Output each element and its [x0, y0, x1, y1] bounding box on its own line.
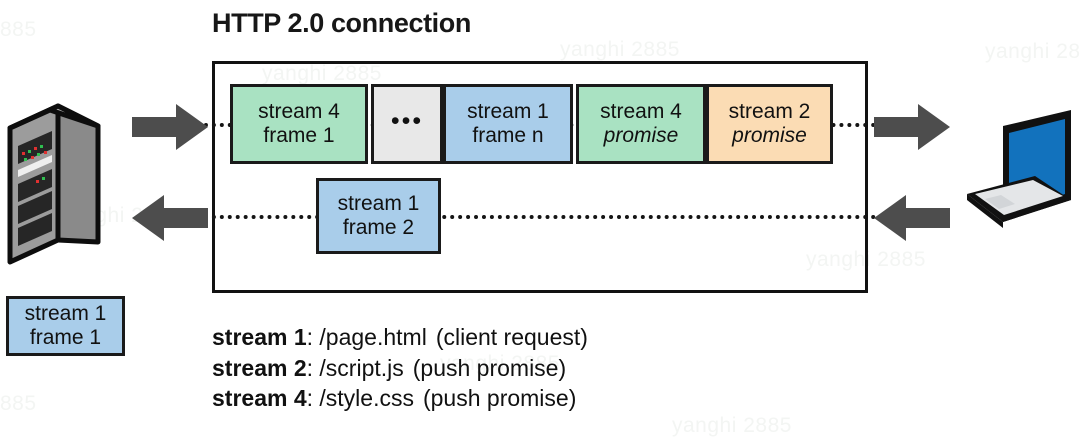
frame-box-stream1-frame2[interactable]: stream 1 frame 2	[316, 178, 441, 254]
frame-line-2: frame n	[472, 124, 544, 147]
frame-line-2: promise	[603, 124, 679, 147]
http2-connection-box	[212, 61, 868, 293]
arrow-client-to-conn	[874, 195, 950, 241]
arrow-client-to-server-in	[132, 104, 208, 150]
legend-row: stream 2: /script.js (push promise)	[212, 353, 588, 384]
laptop-icon	[963, 96, 1075, 237]
legend-row: stream 4: /style.css (push promise)	[212, 383, 588, 414]
frame-line-1: stream 1	[337, 192, 420, 216]
watermark-text: yanghi 2885	[985, 40, 1080, 63]
server-icon	[6, 100, 102, 271]
legend-separator: :	[306, 354, 320, 381]
legend-path: /style.css	[319, 385, 414, 412]
watermark-text: yanghi 2885	[560, 38, 680, 61]
legend-note: (push promise)	[422, 385, 577, 412]
page-title: HTTP 2.0 connection	[212, 8, 471, 38]
legend-note: (client request)	[435, 324, 588, 350]
frame-box-stream2-promise[interactable]: stream 2 promise	[706, 84, 833, 164]
legend-stream-name: stream 4	[212, 385, 307, 412]
legend-note: (push promise)	[412, 354, 567, 381]
frame-line-2: frame 2	[342, 216, 415, 239]
frame-line-2: frame 1	[263, 124, 335, 147]
frame-line-2: frame 1	[29, 326, 102, 349]
frame-box-server-stream1-frame1[interactable]: stream 1 frame 1	[6, 296, 125, 356]
ellipsis-glyph: •••	[390, 106, 424, 135]
frame-line-1: stream 1	[467, 100, 549, 124]
watermark-text: 885	[0, 18, 37, 41]
frame-box-stream4-promise[interactable]: stream 4 promise	[576, 84, 706, 164]
bottom-stream-bus	[196, 215, 884, 219]
legend-separator: :	[306, 324, 320, 350]
frame-box-stream1-framen[interactable]: stream 1 frame n	[443, 84, 573, 164]
legend-stream-name: stream 2	[212, 354, 307, 381]
frame-line-1: stream 2	[728, 100, 811, 124]
legend-path: /page.html	[319, 324, 427, 350]
frame-line-1: stream 4	[258, 100, 340, 124]
frame-line-1: stream 4	[600, 100, 682, 124]
watermark-text: 885	[0, 392, 37, 415]
arrow-server-to-client-out	[132, 195, 208, 241]
frame-line-2: promise	[732, 124, 807, 147]
legend-separator: :	[306, 385, 320, 412]
legend-row: stream 1: /page.html (client request)	[212, 322, 588, 353]
frame-box-stream4-frame1[interactable]: stream 4 frame 1	[230, 84, 368, 164]
legend-path: /script.js	[319, 354, 404, 381]
frame-box-ellipsis[interactable]: •••	[371, 84, 443, 164]
stream-legend: stream 1: /page.html(client request)stre…	[212, 322, 588, 414]
watermark-text: yanghi 2885	[672, 414, 792, 437]
legend-stream-name: stream 1	[212, 324, 307, 350]
arrow-conn-to-client	[874, 104, 950, 150]
frame-line-1: stream 1	[24, 302, 107, 326]
